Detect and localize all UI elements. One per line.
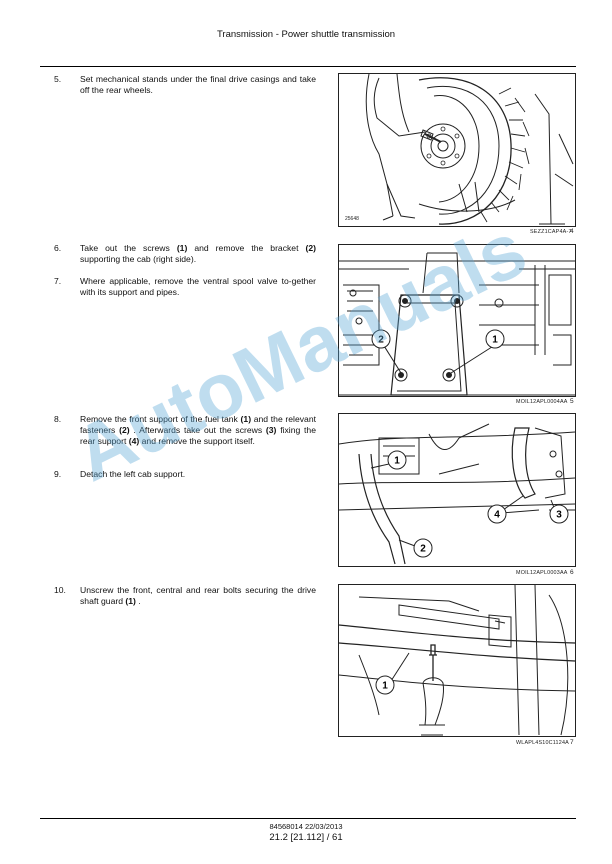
svg-text:1: 1 xyxy=(382,681,388,692)
svg-text:2: 2 xyxy=(378,335,384,346)
footer-doc-ref: 84568014 22/03/2013 xyxy=(269,822,343,831)
svg-text:1: 1 xyxy=(394,456,400,467)
callout-3: 3 xyxy=(549,499,569,524)
figure-4-wheel-removal: 25648 xyxy=(338,73,576,227)
figure-number: 4 xyxy=(570,228,574,235)
step-text: Detach the left cab support. xyxy=(80,469,186,479)
figure-inner-label: 25648 xyxy=(345,216,359,222)
step-text: Unscrew the front, central and rear bolt… xyxy=(80,585,316,606)
step-number: 8. xyxy=(54,414,62,424)
callout-1: 1 xyxy=(370,450,407,470)
figure-caption: MOIL12APL0003AA xyxy=(516,570,568,576)
figure-5-cab-bracket: 2 1 xyxy=(338,244,576,397)
step-number: 9. xyxy=(54,469,62,479)
step-text: Remove the front support of the fuel tan… xyxy=(80,414,316,446)
page-header: Transmission - Power shuttle transmissio… xyxy=(216,29,396,40)
callout-4: 4 xyxy=(487,495,524,524)
figure-caption: MOIL12APL0004AA xyxy=(516,399,568,405)
figure-number: 7 xyxy=(570,739,574,746)
callout-2: 2 xyxy=(398,538,433,558)
figure-number: 5 xyxy=(570,398,574,405)
step-number: 5. xyxy=(54,74,62,84)
figure-number: 6 xyxy=(570,569,574,576)
svg-text:4: 4 xyxy=(494,510,500,521)
figure-6-fuel-tank-supports: 1 4 3 2 xyxy=(338,413,576,567)
figure-caption: WLAPL4S10C1124A xyxy=(516,740,569,746)
footer-page-number: 21.2 [21.112] / 61 xyxy=(269,832,343,843)
callout-1: 1 xyxy=(450,329,505,374)
figure-7-drive-shaft-guard: 1 xyxy=(338,584,576,737)
step-number: 6. xyxy=(54,243,62,253)
step-text: Where applicable, remove the ventral spo… xyxy=(80,276,316,297)
callout-2: 2 xyxy=(371,329,402,374)
step-number: 10. xyxy=(54,585,66,595)
svg-text:2: 2 xyxy=(420,544,426,555)
header-rule xyxy=(40,66,576,67)
svg-text:1: 1 xyxy=(492,335,498,346)
figure-caption: SEZZ1CAP4A-7 xyxy=(530,229,572,235)
step-text: Take out the screws (1) and remove the b… xyxy=(80,243,316,264)
svg-text:3: 3 xyxy=(556,510,562,521)
step-number: 7. xyxy=(54,276,62,286)
step-text: Set mechanical stands under the final dr… xyxy=(80,74,316,95)
footer-rule xyxy=(40,818,576,819)
callout-1: 1 xyxy=(375,652,410,695)
